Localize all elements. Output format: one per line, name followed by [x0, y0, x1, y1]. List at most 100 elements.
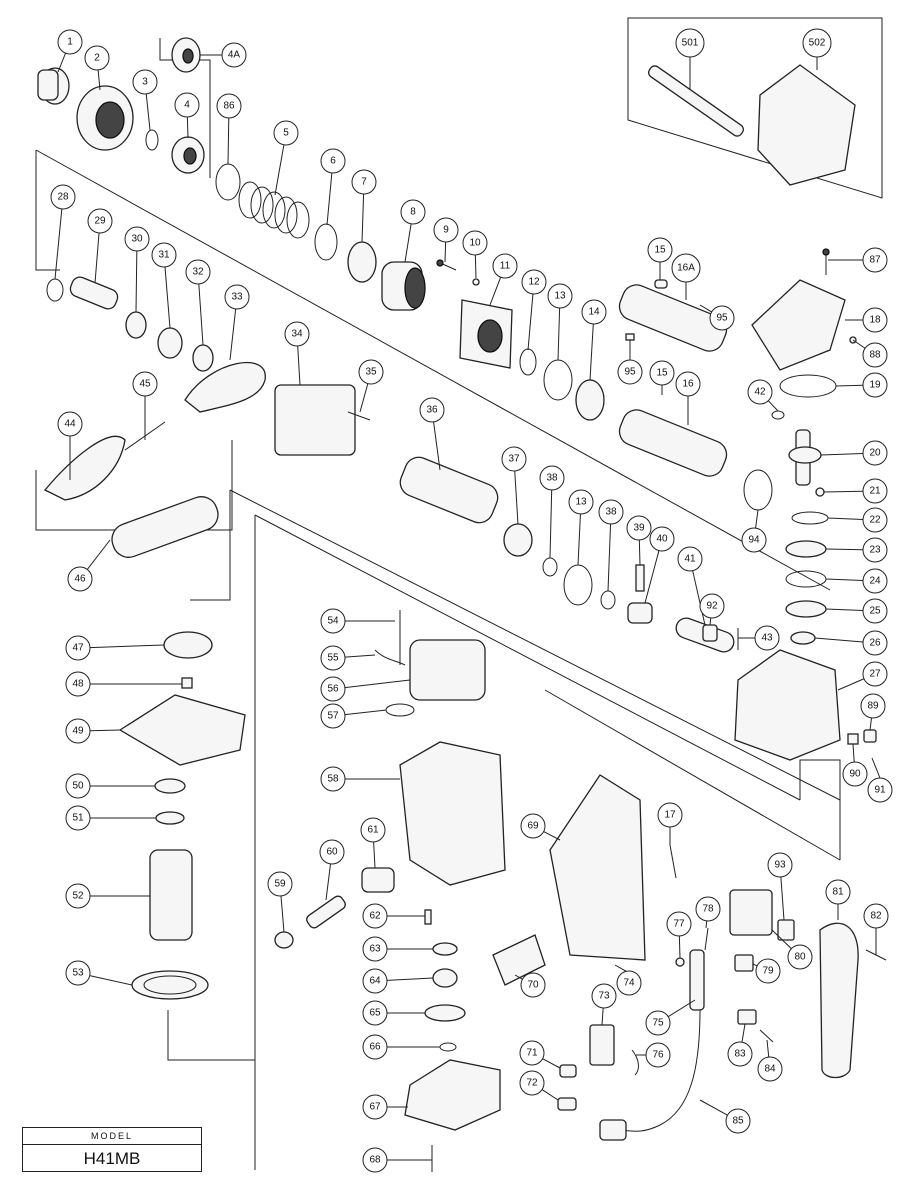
callout-circle: [863, 903, 889, 929]
part-28-oring-icon: [46, 278, 64, 302]
callout-48: 48: [65, 671, 91, 697]
callout-circle: [132, 371, 158, 397]
callout-number: 85: [732, 1116, 744, 1127]
callout-number: 51: [72, 813, 84, 824]
callout-number: 54: [327, 616, 339, 627]
callout-number: 95: [716, 313, 728, 324]
callout-circle: [521, 269, 547, 295]
callout-number: 67: [369, 1102, 381, 1113]
callout-81: 81: [825, 879, 851, 905]
callout-circle: [65, 671, 91, 697]
callout-number: 74: [623, 978, 635, 989]
callout-number: 90: [849, 769, 861, 780]
callout-number: 55: [327, 653, 339, 664]
part-17-screw-icon: [669, 844, 677, 879]
callout-number: 50: [72, 781, 84, 792]
leader-69: [543, 831, 561, 841]
callout-number: 33: [231, 292, 243, 303]
leader-46: [86, 539, 111, 570]
callout-circle: [754, 625, 780, 651]
callout-38b: 38: [598, 499, 624, 525]
callout-circle: [709, 305, 735, 331]
callout-circle: [860, 693, 886, 719]
callout-42: 42: [747, 379, 773, 405]
callout-circle: [657, 802, 683, 828]
callout-number: 35: [365, 367, 377, 378]
callout-40: 40: [649, 526, 675, 552]
callout-38a: 38: [539, 465, 565, 491]
callout-circle: [755, 958, 781, 984]
part-71-connector-icon: [559, 1064, 577, 1078]
callout-circle: [862, 568, 888, 594]
callout-72: 72: [519, 1070, 545, 1096]
callout-number: 9: [443, 225, 449, 236]
part-79-terminal-icon: [734, 954, 754, 972]
callout-number: 36: [426, 405, 438, 416]
part-501-bit-icon: [647, 65, 745, 137]
leader-56: [344, 679, 411, 689]
part-29-striker-icon: [69, 276, 119, 310]
callout-88: 88: [862, 342, 888, 368]
part-47-gear-icon: [163, 631, 213, 659]
leader-80: [771, 929, 792, 950]
callout-circle: [65, 805, 91, 831]
callout-number: 91: [874, 785, 886, 796]
callout-76: 76: [645, 1042, 671, 1068]
callout-circle: [320, 703, 346, 729]
part-59-cap-icon: [274, 931, 294, 949]
callout-number: 25: [869, 606, 881, 617]
callout-number: 43: [761, 633, 773, 644]
callout-circle: [520, 813, 546, 839]
leader-32: [198, 283, 204, 346]
callout-67: 67: [362, 1094, 388, 1120]
callout-90: 90: [842, 761, 868, 787]
part-drawings: [37, 37, 887, 1172]
callout-circle: [362, 968, 388, 994]
callout-number: 15: [656, 368, 668, 379]
part-3-ring-icon: [145, 129, 159, 151]
leader-86: [227, 117, 230, 165]
callout-circle: [645, 1042, 671, 1068]
callout-circle: [492, 253, 518, 279]
callout-circle: [675, 28, 705, 58]
callout-circle: [273, 120, 299, 146]
callout-number: 34: [291, 329, 303, 340]
leader-53: [89, 975, 133, 986]
leader-38a: [549, 489, 553, 559]
callout-number: 13: [554, 291, 566, 302]
callout-circle: [65, 718, 91, 744]
part-52-armature-icon: [149, 849, 193, 941]
callout-circle: [862, 537, 888, 563]
leader-2: [97, 69, 101, 91]
callout-number: 31: [158, 250, 170, 261]
callout-89: 89: [860, 693, 886, 719]
callout-circle: [57, 29, 83, 55]
callout-number: 70: [527, 980, 539, 991]
part-81-grip-icon: [819, 922, 859, 1079]
part-39-pin-icon: [635, 564, 645, 592]
callout-circle: [727, 1041, 753, 1067]
callout-78: 78: [695, 896, 721, 922]
callout-number: 79: [762, 966, 774, 977]
callout-number: 88: [869, 350, 881, 361]
callout-circle: [351, 169, 377, 195]
part-15-key-icon: [654, 279, 668, 289]
part-32-washer-icon: [192, 344, 214, 372]
callout-number: 24: [869, 576, 881, 587]
part-7-sleeve-icon: [347, 241, 377, 283]
leader-13a: [557, 307, 561, 361]
callout-circle: [867, 777, 893, 803]
callout-number: 4A: [228, 50, 241, 61]
callout-28: 28: [50, 184, 76, 210]
callout-circle: [695, 896, 721, 922]
callout-circle: [520, 972, 546, 998]
leader-42: [767, 400, 779, 412]
callout-2: 2: [84, 45, 110, 71]
part-56-stator-icon: [409, 639, 486, 701]
callout-number: 14: [588, 307, 600, 318]
callout-number: 29: [94, 216, 106, 227]
callout-circle: [862, 342, 888, 368]
callout-circle: [362, 1147, 388, 1173]
leader-5: [274, 144, 285, 196]
leader-59: [280, 895, 285, 933]
